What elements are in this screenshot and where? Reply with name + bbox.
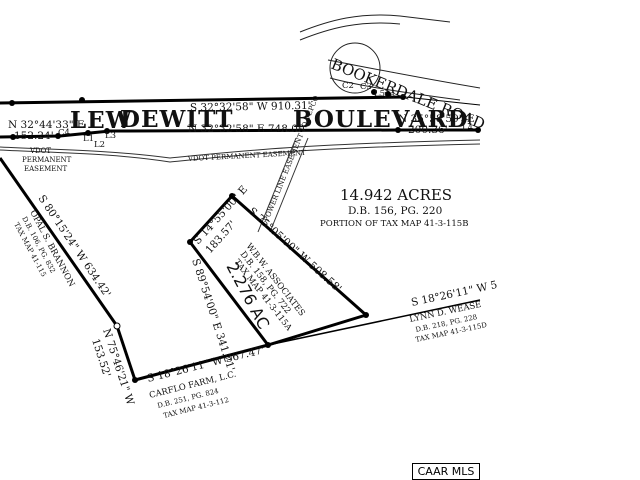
main-parcel-portion: PORTION OF TAX MAP 41-3-115B [320, 219, 468, 229]
curve-label-c3: C3 [360, 82, 372, 92]
bookerdale-road-lines [299, 14, 481, 101]
curve-label-l6: L6 [384, 91, 395, 101]
curve-label-c4: C4 [58, 128, 70, 138]
vdot-label-2: PERMANENT [22, 156, 72, 164]
bearing-left-dist: 152.24' [14, 130, 54, 142]
power-line-easement [257, 137, 309, 233]
bearing-road-right-dist: 200.36' [408, 124, 448, 136]
curve-label-l2: L2 [94, 140, 105, 150]
bearing-road-right: N 35°58'59" E [398, 113, 475, 125]
vdot-label-1: VDOT [29, 147, 51, 155]
curve-label-c2: C2 [342, 81, 354, 91]
left-diagonal-boundary [0, 157, 119, 327]
bearing-road-mid: N 32°32'58" E 748.00' [188, 123, 308, 135]
curve-label-l3: L3 [105, 131, 116, 141]
road-name-boulevard: BOULEVARD [293, 106, 469, 133]
survey-points [9, 89, 481, 383]
main-parcel-db: D.B. 156, PG. 220 [348, 205, 442, 217]
bearing-left: N 32°44'33" E [8, 119, 85, 131]
caar-mls-badge: CAAR MLS [412, 463, 480, 480]
curve-label-l1: L1 [83, 134, 94, 144]
curve-label-l5: L5 [374, 89, 385, 99]
main-parcel-acres: 14.942 ACRES [340, 186, 452, 204]
vdot-label-3: EASEMENT [24, 165, 67, 173]
road-name-lew: LEW [70, 107, 133, 134]
bearing-top: S 32°32'58" W 910.31' [190, 100, 311, 114]
road-name-dewitt: DEWITT [120, 106, 233, 133]
bottom-boundary [134, 343, 269, 382]
top-boundary-line [0, 95, 406, 105]
right-boundary [267, 299, 481, 346]
curve-label-l4: L4 [462, 123, 473, 133]
